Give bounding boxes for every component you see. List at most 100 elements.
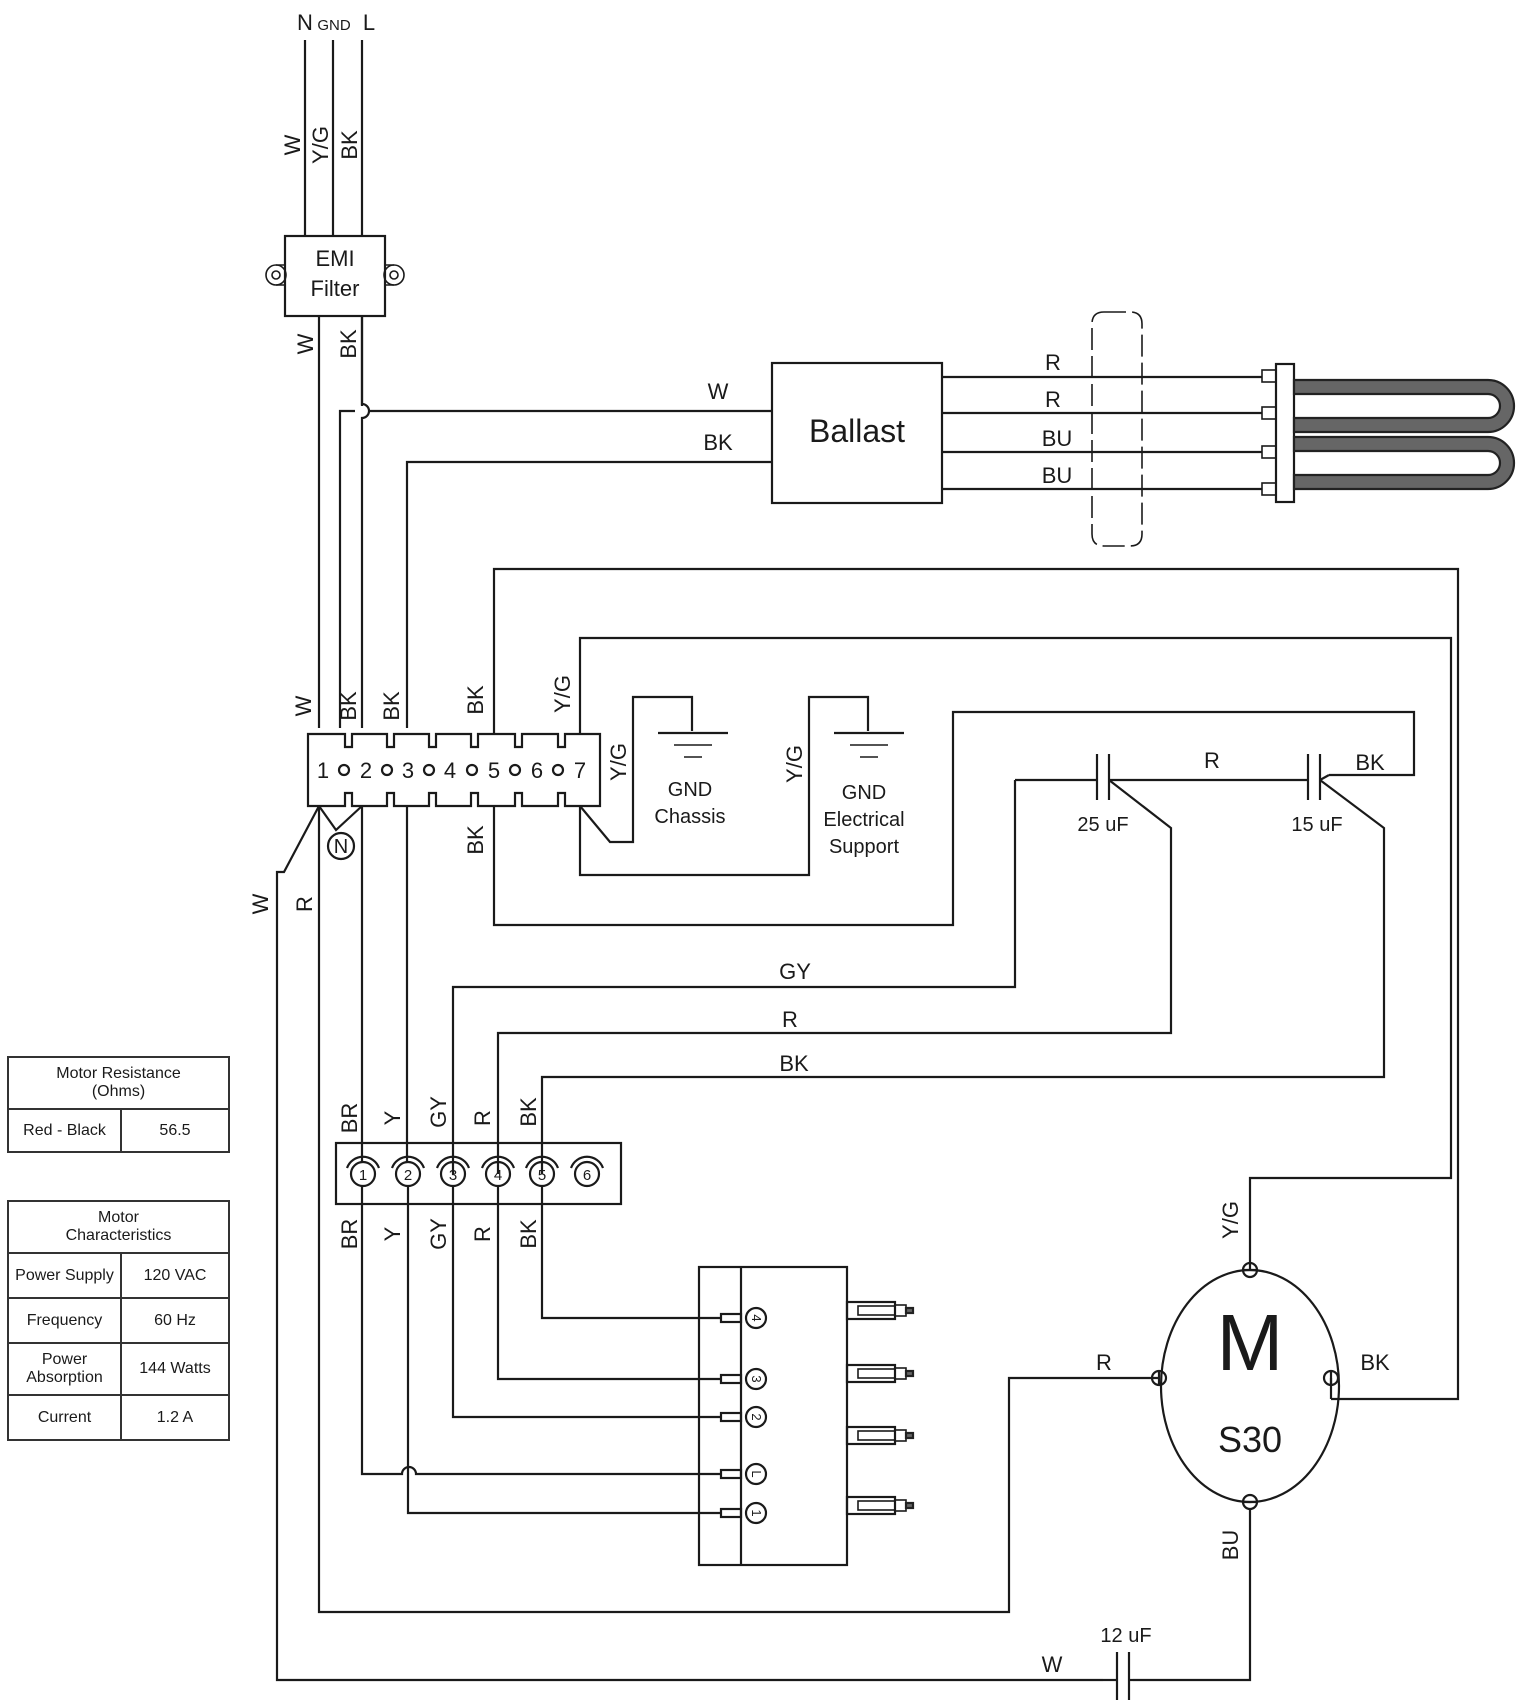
- ballast-out-r2: R: [1045, 387, 1061, 412]
- cap-12-label: 12 uF: [1100, 1625, 1151, 1647]
- motor-bu: BU: [1218, 1530, 1243, 1561]
- terminal-7: 7: [574, 758, 586, 783]
- conn-bot-br: BR: [337, 1219, 362, 1250]
- terminal-4: 4: [444, 758, 456, 783]
- char-label-absorption: Absorption: [26, 1369, 103, 1386]
- ballast-out-bu1: BU: [1042, 426, 1073, 451]
- ballast-output-wires: [942, 375, 1262, 491]
- t1-w: W: [291, 695, 316, 716]
- conn-top-gy: GY: [426, 1096, 451, 1128]
- switch-buttons: [845, 1300, 915, 1516]
- chassis-yg: Y/G: [606, 743, 631, 781]
- wire-label-bk: BK: [337, 130, 362, 160]
- emi-filter-label-1: EMI: [315, 246, 354, 271]
- wire-label-w: W: [280, 134, 305, 155]
- capacitor-15uf: [1306, 754, 1322, 800]
- char-label-current: Current: [37, 1408, 92, 1426]
- resistance-value: 56.5: [120, 1108, 230, 1153]
- t7-yg: Y/G: [550, 675, 575, 713]
- motor-yg: Y/G: [1218, 1201, 1243, 1239]
- conn-top-bk: BK: [516, 1097, 541, 1127]
- conn-bot-r: R: [470, 1226, 495, 1242]
- cable-sleeve: [1091, 311, 1143, 547]
- wire-bk-label: BK: [779, 1051, 809, 1076]
- conn-top-y: Y: [380, 1110, 405, 1125]
- switch-pos-1: 1: [749, 1509, 764, 1516]
- terminal-3: 3: [402, 758, 414, 783]
- t5-bk-down: BK: [463, 825, 488, 855]
- characteristics-title-2: Characteristics: [65, 1227, 172, 1244]
- switch-pos-4: 4: [749, 1314, 764, 1321]
- t3-bk: BK: [379, 691, 404, 721]
- characteristics-title: Motor Characteristics: [7, 1200, 230, 1254]
- conn-bot-bk: BK: [516, 1219, 541, 1249]
- ballast-out-bu2: BU: [1042, 463, 1073, 488]
- cap-link-r: R: [1204, 748, 1220, 773]
- char-label-power-supply: Power Supply: [15, 1266, 114, 1284]
- connector-pin-3: 3: [449, 1167, 457, 1184]
- ground-label: GND: [317, 17, 351, 34]
- char-row-label: Frequency: [7, 1297, 122, 1344]
- connector-pin-4: 4: [494, 1167, 502, 1184]
- wire-label-yg: Y/G: [308, 126, 333, 164]
- capacitor-25uf: [1095, 754, 1111, 800]
- ground-symbol-chassis: [658, 731, 728, 758]
- terminal-5: 5: [488, 758, 500, 783]
- t5-bk: BK: [463, 685, 488, 715]
- ground-symbol-electrical-support: [834, 731, 904, 758]
- char-row-label: Power Absorption: [7, 1342, 122, 1396]
- uv-lamp: [1261, 362, 1516, 504]
- bottom-w: W: [1042, 1652, 1063, 1677]
- wire-r-label: R: [782, 1007, 798, 1032]
- filter-out-w: W: [293, 333, 318, 354]
- gnd-elec-label-1: GND: [842, 782, 886, 804]
- terminal-2: 2: [360, 758, 372, 783]
- line-label: L: [363, 10, 375, 35]
- char-row-label: Power Supply: [7, 1252, 122, 1299]
- char-value-power-supply: 120 VAC: [120, 1252, 230, 1299]
- motor-bk: BK: [1360, 1350, 1390, 1375]
- switch-pos-l: L: [749, 1470, 764, 1477]
- conn-top-br: BR: [337, 1103, 362, 1134]
- char-label-frequency: Frequency: [26, 1311, 103, 1329]
- wire-gy-label: GY: [779, 959, 811, 984]
- char-value-power-absorption: 144 Watts: [120, 1342, 230, 1396]
- elec-support-yg: Y/G: [782, 745, 807, 783]
- resistance-label: Red - Black: [7, 1108, 122, 1153]
- motor-model: S30: [1218, 1419, 1282, 1460]
- terminal-1: 1: [317, 758, 329, 783]
- char-value-current: 1.2 A: [120, 1394, 230, 1441]
- connector-block: [334, 1141, 623, 1206]
- gnd-chassis-label-1: GND: [668, 779, 712, 801]
- motor-symbol: M: [1217, 1298, 1284, 1387]
- char-label-power: Power: [41, 1351, 88, 1368]
- terminal-block: [306, 732, 602, 808]
- capacitor-12uf: [1103, 1652, 1133, 1700]
- gnd-elec-label-2: Electrical: [823, 809, 904, 831]
- conn-top-r: R: [470, 1110, 495, 1126]
- motor-r: R: [1096, 1350, 1112, 1375]
- resistance-title-2: (Ohms): [91, 1083, 146, 1100]
- wire-r-left: R: [292, 896, 317, 912]
- ballast-in-bk: BK: [703, 430, 733, 455]
- ballast-box: [770, 361, 944, 505]
- ballast-in-w: W: [708, 379, 729, 404]
- terminal-6: 6: [531, 758, 543, 783]
- emi-filter-label-2: Filter: [311, 276, 360, 301]
- filter-out-bk: BK: [336, 329, 361, 359]
- connector-pins: [345, 1155, 605, 1188]
- switch-pos-2: 2: [749, 1413, 764, 1420]
- resistance-title: Motor Resistance (Ohms): [7, 1056, 230, 1110]
- motor-characteristics-table: Motor Characteristics Power Supply 120 V…: [7, 1200, 230, 1441]
- ballast-out-r1: R: [1045, 350, 1061, 375]
- cap-15-label: 15 uF: [1291, 814, 1342, 836]
- neutral-label: N: [297, 10, 313, 35]
- gnd-chassis-label-2: Chassis: [654, 806, 725, 828]
- neutral-marker: [326, 831, 356, 861]
- ballast-label: Ballast: [809, 413, 905, 449]
- t2-bk: BK: [336, 691, 361, 721]
- terminal-screws: [337, 763, 565, 777]
- conn-bot-y: Y: [380, 1226, 405, 1241]
- conn-bot-gy: GY: [426, 1218, 451, 1250]
